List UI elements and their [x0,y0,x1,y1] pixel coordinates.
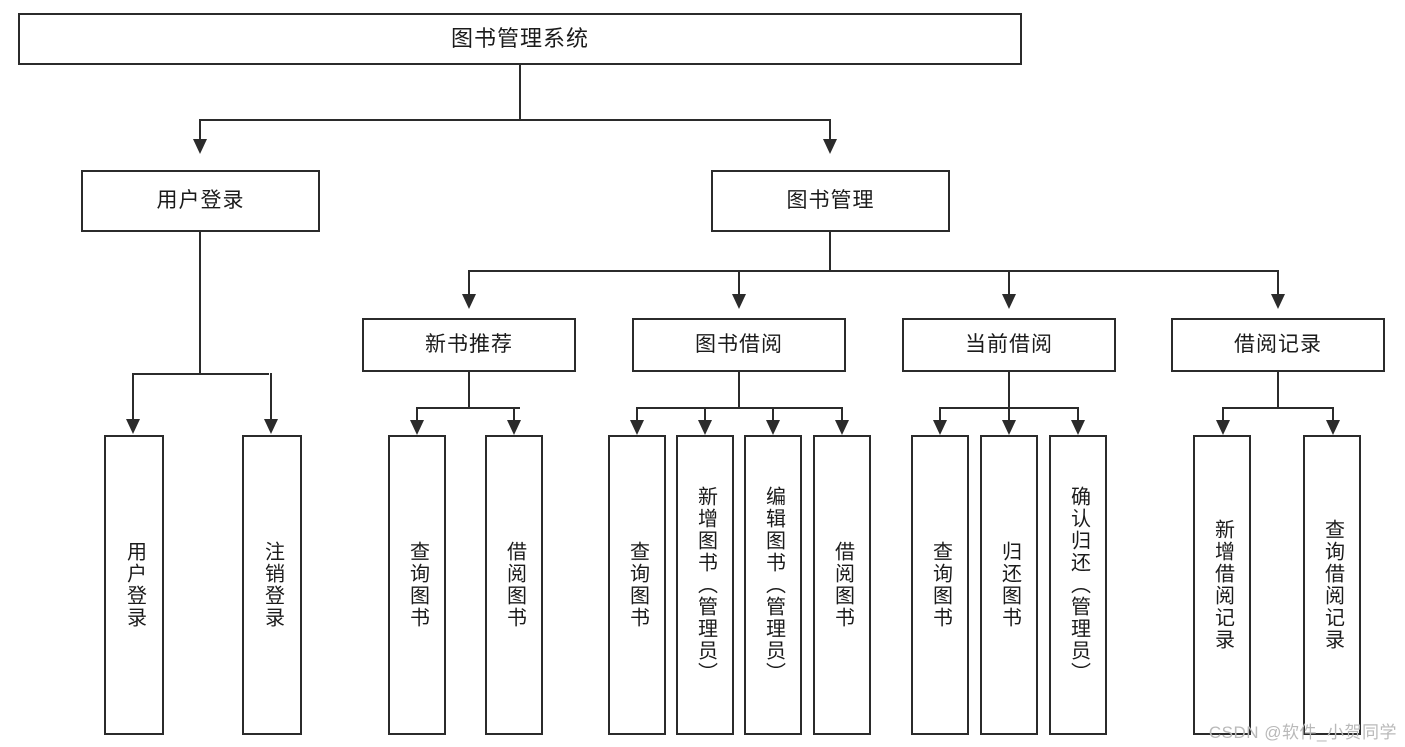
connector-cb-to-leaf-2 [1008,407,1010,423]
connector-br-bus [1222,407,1334,409]
node-label: 当前借阅 [965,333,1053,357]
connector-bm-to-borrow-record [1277,270,1279,296]
connector-bb-to-leaf-3 [772,407,774,423]
node-label: 查询图书 [406,541,429,629]
arrow-to-borrow-record [1271,294,1285,309]
arrow-to-leaf-borrow-book-2 [835,420,849,435]
node-user-login[interactable]: 用户登录 [81,170,320,232]
node-system-root[interactable]: 图书管理系统 [18,13,1022,65]
connector-user-login-bus [132,373,269,375]
node-label: 编辑图书（管理员） [762,486,785,684]
node-current-borrow[interactable]: 当前借阅 [902,318,1116,372]
arrow-to-leaf-query-book-1 [410,420,424,435]
connector-root-to-user-login [199,119,201,141]
node-label: 确认归还（管理员） [1067,486,1090,684]
node-label: 用户登录 [123,541,146,629]
arrow-to-leaf-user-login [126,419,140,434]
connector-bb-to-leaf-4 [841,407,843,423]
connector-bb-to-leaf-2 [704,407,706,423]
connector-nbr-to-leaf-2 [513,407,515,423]
node-label: 借阅图书 [831,541,854,629]
node-label: 注销登录 [261,541,284,629]
arrow-to-leaf-add-book [698,420,712,435]
node-book-borrow[interactable]: 图书借阅 [632,318,846,372]
node-leaf-user-login[interactable]: 用户登录 [104,435,164,735]
node-leaf-return-book[interactable]: 归还图书 [980,435,1038,735]
node-label: 图书借阅 [695,333,783,357]
arrow-to-current-borrow [1002,294,1016,309]
node-label: 查询借阅记录 [1321,519,1344,651]
node-leaf-borrow-book-2[interactable]: 借阅图书 [813,435,871,735]
arrow-to-leaf-return-book [1002,420,1016,435]
node-book-manage[interactable]: 图书管理 [711,170,950,232]
node-label: 借阅记录 [1234,333,1322,357]
node-leaf-edit-book[interactable]: 编辑图书（管理员） [744,435,802,735]
connector-nbr-bus [416,407,520,409]
node-label: 用户登录 [156,189,245,213]
connector-bb-to-leaf-1 [636,407,638,423]
arrow-to-book-borrow [732,294,746,309]
node-leaf-logout[interactable]: 注销登录 [242,435,302,735]
node-leaf-add-book[interactable]: 新增图书（管理员） [676,435,734,735]
connector-nbr-to-leaf-1 [416,407,418,423]
node-label: 新增借阅记录 [1211,519,1234,651]
connector-nbr-stem [468,372,470,408]
arrow-root-to-user-login [193,139,207,154]
node-new-book-recommend[interactable]: 新书推荐 [362,318,576,372]
node-leaf-confirm-return[interactable]: 确认归还（管理员） [1049,435,1107,735]
arrow-to-leaf-borrow-book-1 [507,420,521,435]
node-label: 新书推荐 [425,333,513,357]
node-label: 查询图书 [929,541,952,629]
connector-bm-to-book-borrow [738,270,740,296]
connector-bm-to-new-book [468,270,470,296]
connector-user-login-to-leaf-1 [132,373,134,421]
connector-cb-to-leaf-3 [1077,407,1079,423]
node-leaf-query-book-3[interactable]: 查询图书 [911,435,969,735]
node-leaf-add-record[interactable]: 新增借阅记录 [1193,435,1251,735]
connector-br-to-leaf-2 [1332,407,1334,423]
node-label: 新增图书（管理员） [694,486,717,684]
connector-bb-stem [738,372,740,408]
connector-book-manage-bus [468,270,1279,272]
arrow-to-leaf-logout [264,419,278,434]
connector-br-to-leaf-1 [1222,407,1224,423]
arrow-to-leaf-query-record [1326,420,1340,435]
arrow-root-to-book-manage [823,139,837,154]
node-leaf-borrow-book-1[interactable]: 借阅图书 [485,435,543,735]
connector-cb-stem [1008,372,1010,408]
connector-bm-to-current-borrow [1008,270,1010,296]
node-label: 图书管理 [786,189,875,213]
arrow-to-new-book-recommend [462,294,476,309]
node-label: 归还图书 [998,541,1021,629]
node-label: 查询图书 [626,541,649,629]
node-label: 借阅图书 [503,541,526,629]
connector-root-stem [519,65,521,120]
node-borrow-record[interactable]: 借阅记录 [1171,318,1385,372]
connector-br-stem [1277,372,1279,408]
connector-root-to-book-manage [829,119,831,141]
arrow-to-leaf-add-record [1216,420,1230,435]
connector-root-bus [199,119,831,121]
node-leaf-query-book-2[interactable]: 查询图书 [608,435,666,735]
arrow-to-leaf-edit-book [766,420,780,435]
connector-cb-to-leaf-1 [939,407,941,423]
node-leaf-query-record[interactable]: 查询借阅记录 [1303,435,1361,735]
connector-book-manage-stem [829,232,831,271]
node-label: 图书管理系统 [450,25,589,51]
arrow-to-leaf-query-book-2 [630,420,644,435]
connector-user-login-stem [199,232,201,374]
connector-bb-bus [636,407,843,409]
arrow-to-leaf-confirm-return [1071,420,1085,435]
arrow-to-leaf-query-book-3 [933,420,947,435]
connector-user-login-to-leaf-2 [270,373,272,421]
node-leaf-query-book-1[interactable]: 查询图书 [388,435,446,735]
